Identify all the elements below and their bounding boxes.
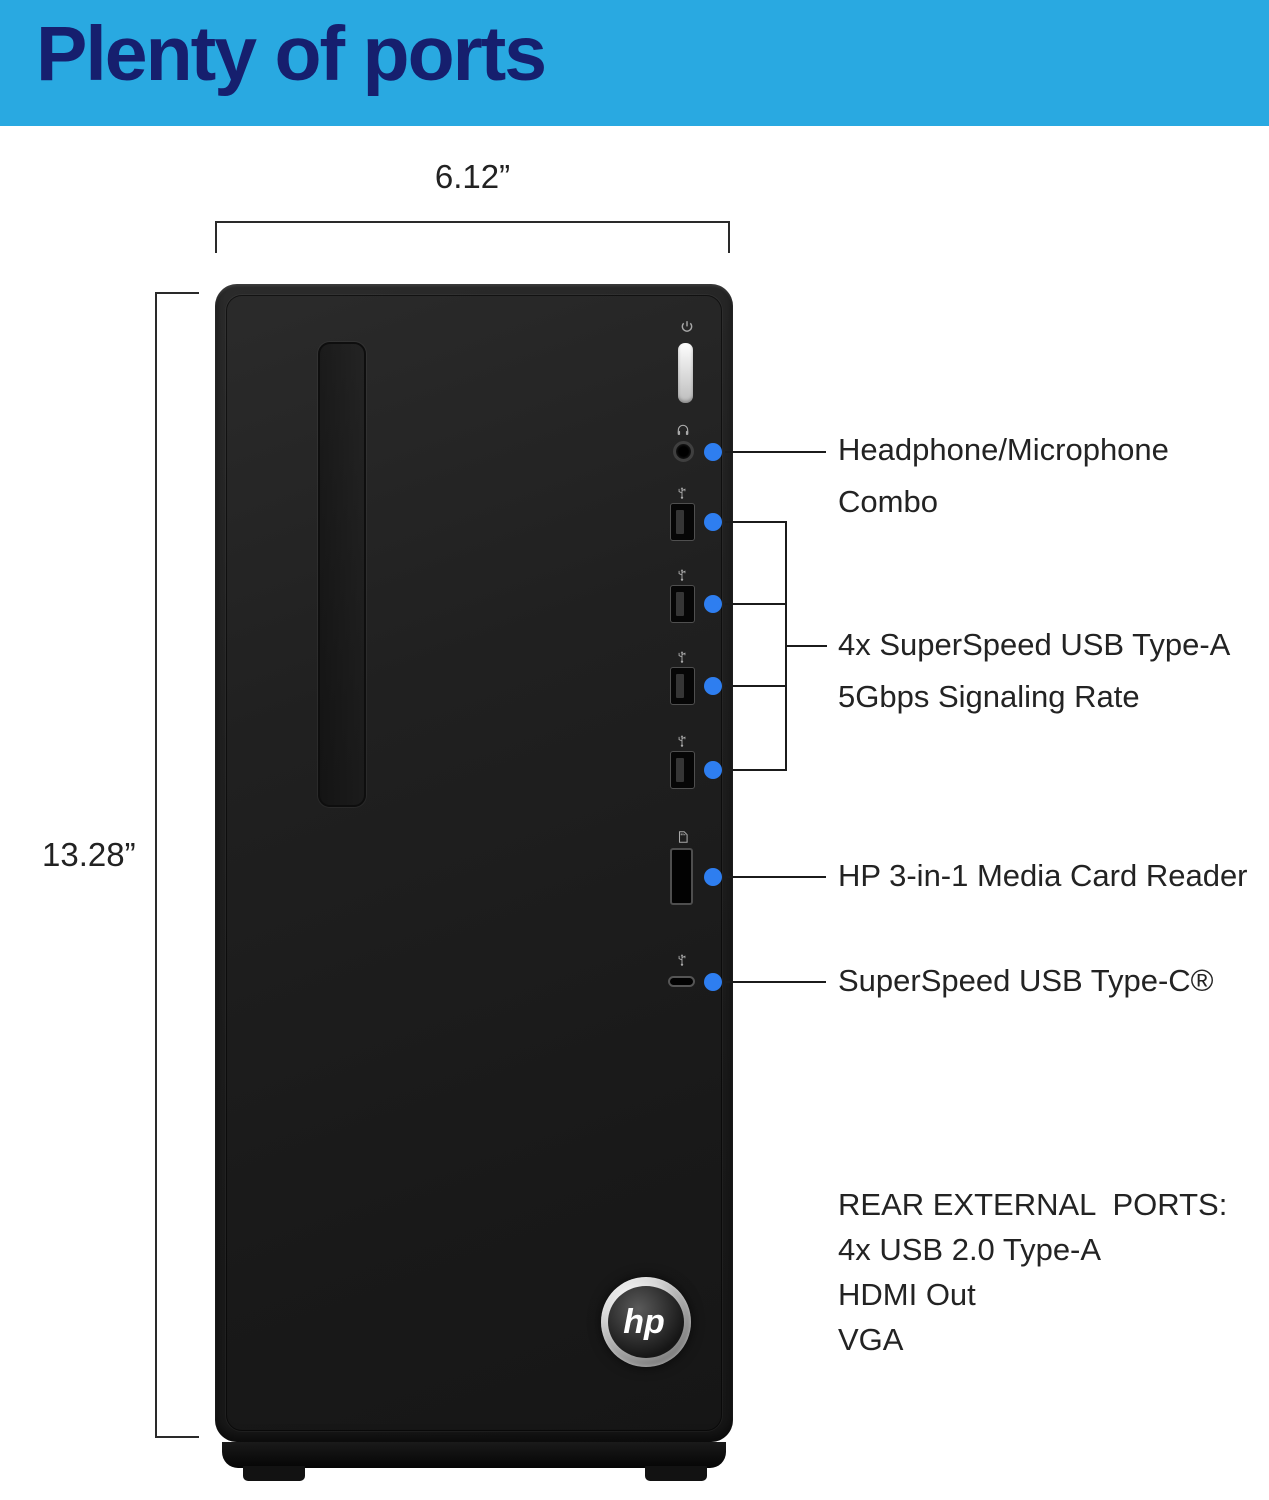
rear-ports-title: REAR EXTERNAL PORTS: (838, 1187, 1228, 1222)
card-reader-callout-line (725, 876, 826, 878)
usb-icon (678, 651, 686, 663)
usb-c-label-line1: SuperSpeed USB Type-C® (838, 963, 1214, 998)
usb-c-callout-line (725, 981, 826, 983)
usb-a-port-4 (670, 751, 695, 789)
height-dimension-label: 13.28” (42, 836, 136, 873)
headphone-label-line1: Headphone/Microphone (838, 432, 1169, 467)
usb-a-callout-label: 4x SuperSpeed USB Type-A 5Gbps Signaling… (838, 619, 1230, 723)
usb-icon (678, 487, 686, 499)
tower-foot-left (243, 1466, 305, 1481)
headphone-callout-label: Headphone/Microphone Combo (838, 424, 1169, 528)
usb-callout-stub-1 (725, 521, 785, 523)
usb-c-port (668, 976, 695, 987)
card-reader-callout-label: HP 3-in-1 Media Card Reader (838, 850, 1248, 902)
usb-c-marker-dot (704, 973, 722, 991)
width-dimension-tick-left (215, 221, 217, 253)
tower-front-panel (215, 284, 733, 1442)
tower-base (222, 1442, 726, 1468)
rear-ports-item-2: HDMI Out (838, 1277, 976, 1312)
usb-c-callout-label: SuperSpeed USB Type-C® (838, 955, 1214, 1007)
usb-a-4-marker-dot (704, 761, 722, 779)
usb-a-3-marker-dot (704, 677, 722, 695)
power-button (678, 343, 693, 403)
height-dimension-tick-top (155, 292, 199, 294)
headphone-callout-line (725, 451, 826, 453)
headphone-label-line2: Combo (838, 484, 938, 519)
rear-ports-item-3: VGA (838, 1322, 904, 1357)
usb-c-icon (678, 954, 686, 966)
headphone-jack-port (673, 441, 694, 462)
usb-a-tongue (676, 674, 684, 698)
width-dimension-line (215, 221, 730, 223)
usb-a-tongue (676, 758, 684, 782)
width-dimension-label: 6.12” (434, 158, 511, 195)
usb-a-2-marker-dot (704, 595, 722, 613)
usb-callout-stub-3 (725, 685, 785, 687)
rear-ports-block: REAR EXTERNAL PORTS: 4x USB 2.0 Type-A H… (838, 1182, 1227, 1362)
hp-logo-text: hp (608, 1286, 684, 1358)
usb-icon (678, 735, 686, 747)
usb-callout-stub-4 (725, 769, 785, 771)
usb-icon (678, 569, 686, 581)
usb-a-port-2 (670, 585, 695, 623)
card-reader-label-line1: HP 3-in-1 Media Card Reader (838, 858, 1248, 893)
hp-logo: hp (601, 1277, 691, 1367)
power-icon (681, 321, 693, 332)
page-title: Plenty of ports (36, 11, 547, 97)
width-dimension-tick-right (728, 221, 730, 253)
headphone-port-marker-dot (704, 443, 722, 461)
usb-a-label-line1: 4x SuperSpeed USB Type-A (838, 627, 1231, 662)
usb-a-label-line2: 5Gbps Signaling Rate (838, 679, 1140, 714)
height-dimension-line (155, 292, 157, 1438)
usb-callout-stub-2 (725, 603, 785, 605)
sd-card-icon (678, 831, 688, 843)
media-card-reader-slot (670, 848, 693, 905)
tower-foot-right (645, 1466, 707, 1481)
usb-callout-line (785, 645, 827, 647)
headphone-icon (677, 424, 689, 435)
usb-a-tongue (676, 510, 684, 534)
card-reader-marker-dot (704, 868, 722, 886)
header-banner: Plenty of ports (0, 0, 1269, 126)
tower-panel-seam (226, 295, 722, 1431)
optical-drive-slot (318, 342, 366, 807)
usb-a-1-marker-dot (704, 513, 722, 531)
height-dimension-tick-bottom (155, 1436, 199, 1438)
usb-a-port-3 (670, 667, 695, 705)
usb-a-tongue (676, 592, 684, 616)
usb-a-port-1 (670, 503, 695, 541)
rear-ports-item-1: 4x USB 2.0 Type-A (838, 1232, 1102, 1267)
